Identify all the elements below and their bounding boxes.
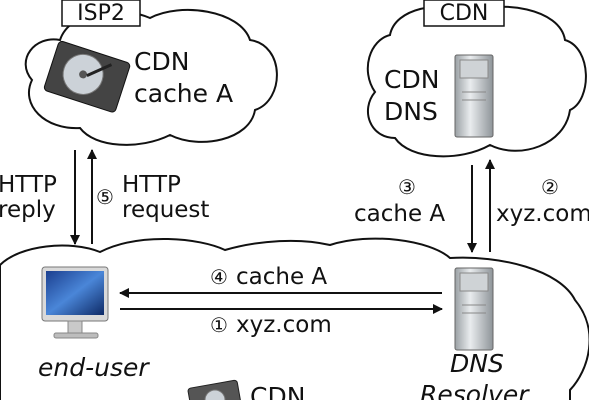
isp2-node-label-2: cache A [134, 79, 233, 108]
xyz-down-label: xyz.com [496, 201, 589, 227]
resolver-label-2: Resolver [420, 380, 530, 400]
isp2-cloud [24, 8, 278, 146]
cdn-tag-box [423, 0, 505, 27]
step-3-marker: ③ [398, 175, 416, 199]
http-reply-label-1: HTTP [0, 172, 57, 198]
isp2-tag: ISP2 [77, 1, 125, 26]
end-user-label: end-user [38, 353, 150, 382]
http-request-label-1: HTTP [122, 172, 181, 198]
bottom-cdn-label: CDN [250, 382, 305, 400]
http-request-label-2: request [122, 197, 209, 223]
cdn-node-label-1: CDN [384, 65, 439, 94]
server-tower-icon [454, 54, 494, 138]
isp2-node-label-1: CDN [134, 47, 189, 76]
step-2-marker: ② [541, 175, 559, 199]
hard-disk-icon [43, 40, 131, 113]
bottom-hard-disk-icon [187, 379, 243, 400]
desktop-computer-icon [41, 266, 109, 339]
dns-resolver-server-icon [454, 267, 494, 351]
cdn-node-label-2: DNS [384, 97, 438, 126]
cdn-tag: CDN [440, 1, 489, 26]
xyz-right-label: xyz.com [236, 312, 332, 338]
step-1-marker: ① [210, 313, 228, 337]
local-network-cloud [0, 237, 589, 400]
isp2-tag-box [61, 0, 141, 27]
cache-a-up-label: cache A [354, 201, 445, 227]
cache-a-left-label: cache A [236, 264, 327, 290]
resolver-label-1: DNS [450, 349, 504, 378]
http-reply-label-2: reply [0, 197, 56, 223]
step-5-marker: ⑤ [96, 185, 114, 209]
step-4-marker: ④ [210, 265, 228, 289]
